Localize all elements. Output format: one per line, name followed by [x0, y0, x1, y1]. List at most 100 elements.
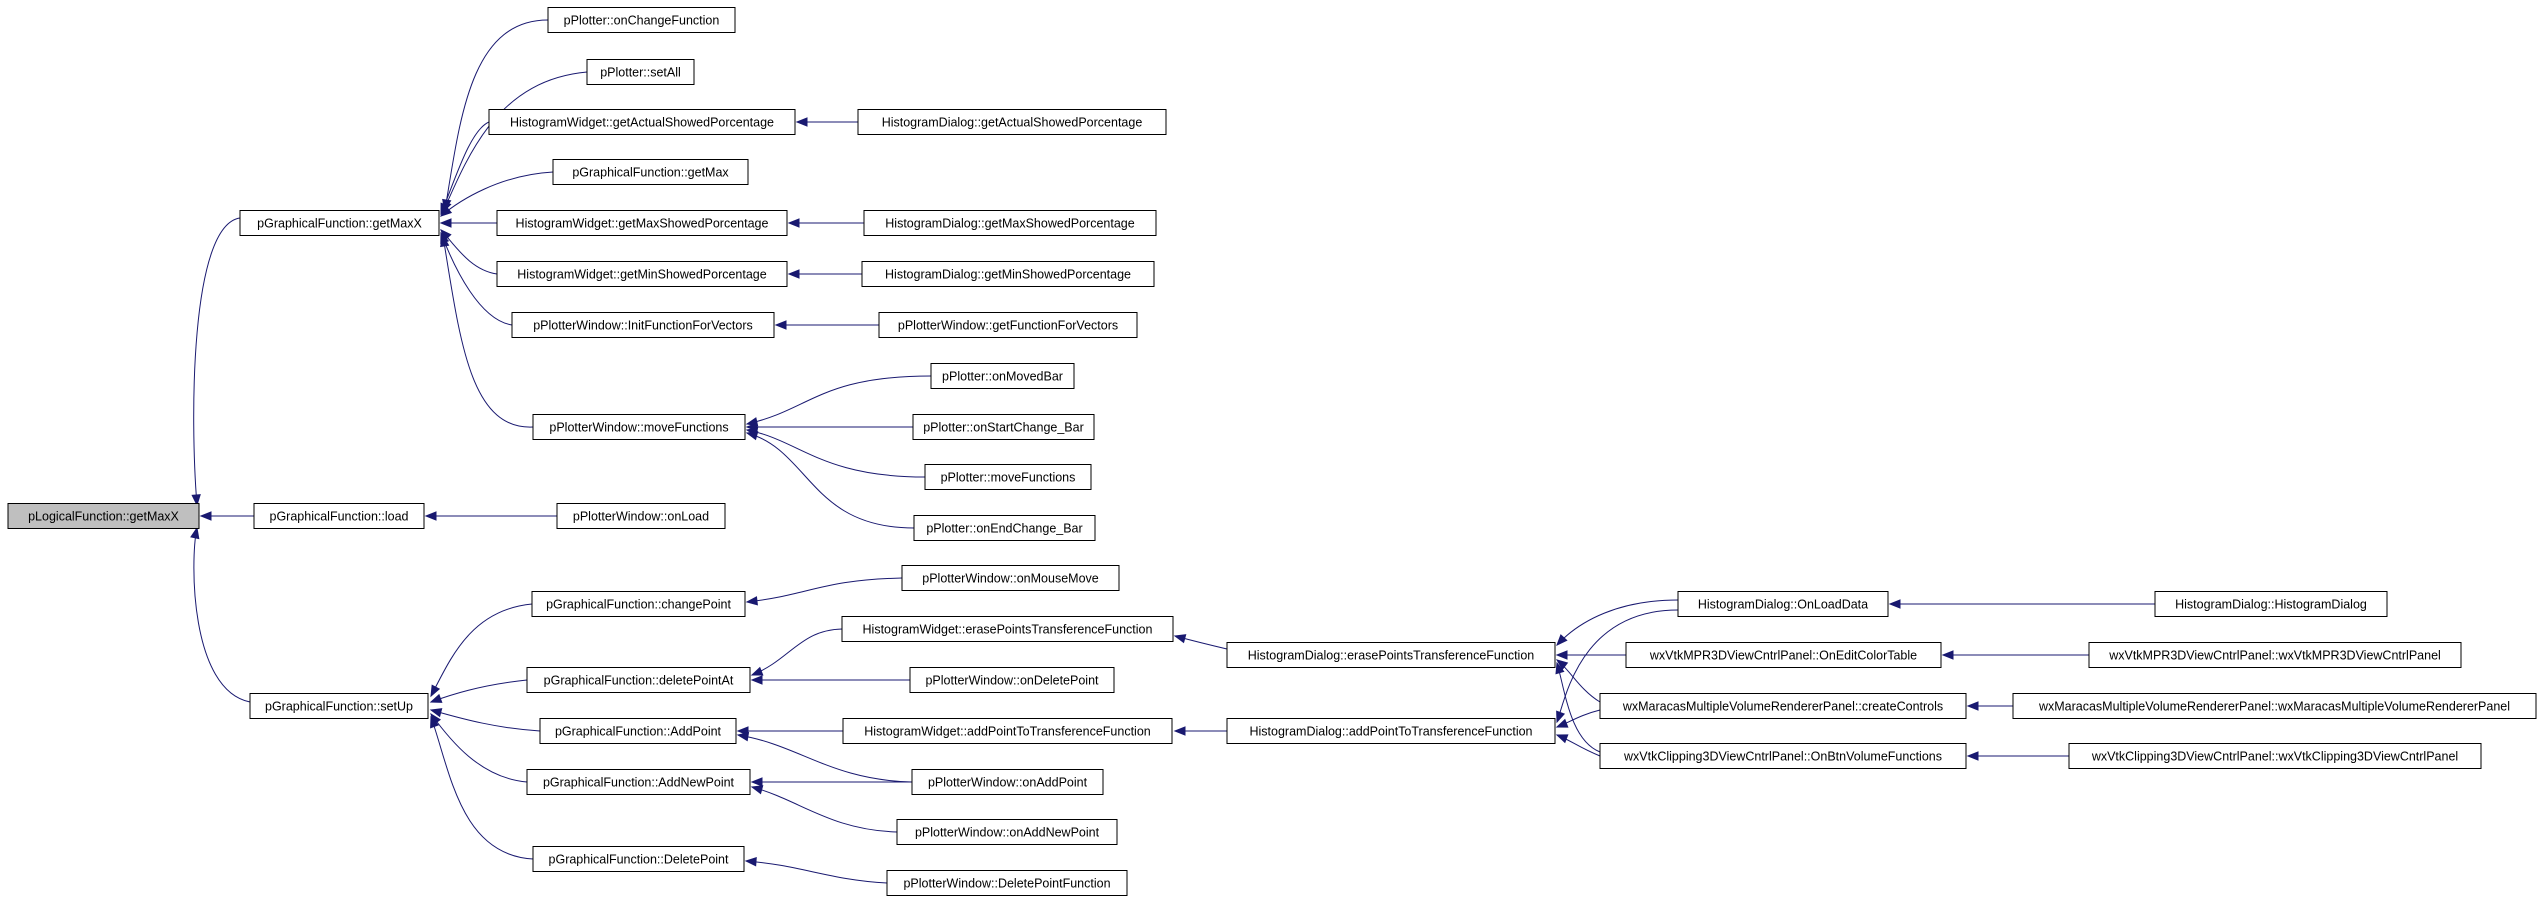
edge-line — [430, 716, 534, 860]
node-pgraphicalfunction-deletepointat[interactable]: pGraphicalFunction::deletePointAt — [526, 667, 751, 693]
node-box — [1677, 591, 1889, 617]
node-label: pGraphicalFunction::setUp — [265, 700, 413, 714]
node-histogramdialog-getactualshowedporcentage[interactable]: HistogramDialog::getActualShowedPorcenta… — [857, 109, 1167, 135]
node-pplotter-setall[interactable]: pPlotter::setAll — [586, 59, 695, 85]
node-pplotterwindow-initfunctionforvectors[interactable]: pPlotterWindow::InitFunctionForVectors — [511, 312, 775, 338]
node-box — [886, 870, 1128, 896]
node-pplotterwindow-getfunctionforvectors[interactable]: pPlotterWindow::getFunctionForVectors — [878, 312, 1138, 338]
node-box — [2068, 743, 2482, 769]
node-label: pPlotterWindow::DeletePointFunction — [903, 877, 1110, 891]
arrow-head — [750, 666, 764, 676]
node-histogramwidget-getactualshowedporcentage[interactable]: HistogramWidget::getActualShowedPorcenta… — [488, 109, 796, 135]
arrow-head — [750, 785, 764, 795]
node-box — [547, 7, 736, 33]
node-pplotterwindow-onaddpoint[interactable]: pPlotterWindow::onAddPoint — [911, 769, 1104, 795]
node-pgraphicalfunction-setup[interactable]: pGraphicalFunction::setUp — [249, 693, 429, 719]
edge-histogramdialog-erasepointstransferencefunction-to-histogramwidget-erasepointstransferencefunction — [1173, 634, 1228, 650]
node-pplotterwindow-movefunctions[interactable]: pPlotterWindow::moveFunctions — [532, 414, 746, 440]
node-pplotterwindow-ondeletepoint[interactable]: pPlotterWindow::onDeletePoint — [909, 667, 1115, 693]
edge-pplotterwindow-onaddpoint-to-pgraphicalfunction-addpoint — [736, 731, 913, 783]
node-box — [842, 718, 1173, 744]
node-plogicalfunction-getmaxx[interactable]: pLogicalFunction::getMaxX — [7, 503, 200, 529]
node-pplotter-onstartchange-bar[interactable]: pPlotter::onStartChange_Bar — [912, 414, 1095, 440]
node-label: HistogramWidget::getMinShowedPorcentage — [517, 268, 766, 282]
edge-pplotterwindow-ondeletepoint-to-pgraphicalfunction-deletepointat — [750, 675, 910, 685]
arrow-head — [1173, 634, 1187, 644]
node-box — [496, 210, 788, 236]
edge-pplotter-onstartchange-bar-to-pplotterwindow-movefunctions — [745, 422, 913, 432]
node-label: pPlotter::onChangeFunction — [564, 14, 720, 28]
edge-line — [440, 229, 498, 275]
node-box — [1599, 743, 1967, 769]
node-pgraphicalfunction-getmax[interactable]: pGraphicalFunction::getMax — [552, 159, 749, 185]
edge-line — [746, 375, 932, 425]
edge-wxvtkclipping3dviewcntrlpanel-onbtnvolumefunctions-to-histogramdialog-erasepointstransferencefunction — [1555, 661, 1601, 753]
node-histogramwidget-erasepointstransferencefunction[interactable]: HistogramWidget::erasePointsTransference… — [841, 616, 1174, 642]
node-pgraphicalfunction-changepoint[interactable]: pGraphicalFunction::changePoint — [531, 591, 746, 617]
node-label: pGraphicalFunction::AddPoint — [555, 725, 722, 739]
node-histogramwidget-addpointtotransferencefunction[interactable]: HistogramWidget::addPointToTransferenceF… — [842, 718, 1173, 744]
node-box — [531, 591, 746, 617]
arrow-head — [1173, 726, 1186, 736]
edge-histogramwidget-getmaxshowedporcentage-to-pgraphicalfunction-getmaxx — [439, 218, 498, 228]
arrow-head — [787, 218, 800, 228]
node-box — [586, 59, 695, 85]
node-pplotterwindow-onaddnewpoint[interactable]: pPlotterWindow::onAddNewPoint — [896, 819, 1118, 845]
node-histogramwidget-getminshowedporcentage[interactable]: HistogramWidget::getMinShowedPorcentage — [496, 261, 788, 287]
node-pgraphicalfunction-addnewpoint[interactable]: pGraphicalFunction::AddNewPoint — [526, 769, 751, 795]
node-histogramwidget-getmaxshowedporcentage[interactable]: HistogramWidget::getMaxShowedPorcentage — [496, 210, 788, 236]
node-histogramdialog-getmaxshowedporcentage[interactable]: HistogramDialog::getMaxShowedPorcentage — [863, 210, 1157, 236]
arrow-head — [424, 511, 437, 521]
node-label: pPlotter::onStartChange_Bar — [923, 421, 1084, 435]
node-box — [930, 363, 1075, 389]
node-label: wxMaracasMultipleVolumeRendererPanel::cr… — [1622, 700, 1943, 714]
node-pplotter-onmovedbar[interactable]: pPlotter::onMovedBar — [930, 363, 1075, 389]
edge-line — [737, 734, 913, 783]
node-pgraphicalfunction-addpoint[interactable]: pGraphicalFunction::AddPoint — [539, 718, 737, 744]
node-box — [909, 667, 1115, 693]
node-pplotter-movefunctions[interactable]: pPlotter::moveFunctions — [924, 464, 1092, 490]
node-label: wxVtkClipping3DViewCntrlPanel::OnBtnVolu… — [1623, 750, 1942, 764]
node-histogramdialog-getminshowedporcentage[interactable]: HistogramDialog::getMinShowedPorcentage — [861, 261, 1155, 287]
node-pplotterwindow-onmousemove[interactable]: pPlotterWindow::onMouseMove — [901, 565, 1120, 591]
edge-wxmaracasmultiplevolumerendererpanel-createcontrols-to-histogramdialog-erasepointstransferencefunction — [1555, 659, 1601, 703]
node-box — [496, 261, 788, 287]
node-pgraphicalfunction-load[interactable]: pGraphicalFunction::load — [253, 503, 425, 529]
node-box — [861, 261, 1155, 287]
arrow-head — [787, 269, 800, 279]
node-pplotterwindow-onload[interactable]: pPlotterWindow::onLoad — [556, 503, 726, 529]
node-histogramdialog-erasepointstransferencefunction[interactable]: HistogramDialog::erasePointsTransference… — [1226, 642, 1556, 668]
node-box — [878, 312, 1138, 338]
node-histogramdialog-addpointtotransferencefunction[interactable]: HistogramDialog::addPointToTransferenceF… — [1226, 718, 1556, 744]
node-wxvtkclipping3dviewcntrlpanel-wxvtkclipping3dviewcntrlpanel[interactable]: wxVtkClipping3DViewCntrlPanel::wxVtkClip… — [2068, 743, 2482, 769]
node-label: pPlotterWindow::onAddNewPoint — [915, 826, 1100, 840]
edge-line — [440, 121, 490, 215]
node-wxvtkclipping3dviewcntrlpanel-onbtnvolumefunctions[interactable]: wxVtkClipping3DViewCntrlPanel::OnBtnVolu… — [1599, 743, 1967, 769]
arrow-head — [1941, 650, 1954, 660]
arrow-head — [745, 596, 758, 606]
node-pgraphicalfunction-deletepoint[interactable]: pGraphicalFunction::DeletePoint — [532, 846, 745, 872]
node-label: wxVtkClipping3DViewCntrlPanel::wxVtkClip… — [2091, 750, 2458, 764]
node-histogramdialog-histogramdialog[interactable]: HistogramDialog::HistogramDialog — [2154, 591, 2388, 617]
node-label: HistogramDialog::getMaxShowedPorcentage — [885, 217, 1134, 231]
node-pplotterwindow-deletepointfunction[interactable]: pPlotterWindow::DeletePointFunction — [886, 870, 1128, 896]
edge-histogramdialog-addpointtotransferencefunction-to-histogramwidget-addpointtotransferencefunction — [1173, 726, 1228, 736]
node-wxvtkmpr3dviewcntrlpanel-oneditcolortable[interactable]: wxVtkMPR3DViewCntrlPanel::OnEditColorTab… — [1625, 642, 1942, 668]
edge-pgraphicalfunction-load-to-plogicalfunction-getmaxx — [199, 511, 255, 521]
node-wxmaracasmultiplevolumerendererpanel-wxmaracasmultiplevolumerendererpanel[interactable]: wxMaracasMultipleVolumeRendererPanel::wx… — [2012, 693, 2537, 719]
node-pplotter-onendchange-bar[interactable]: pPlotter::onEndChange_Bar — [913, 515, 1096, 541]
node-box — [1226, 642, 1556, 668]
edge-wxmaracasmultiplevolumerendererpanel-wxmaracasmultiplevolumerendererpanel-to-wxmaracasmultiplevolumerendererpanel-createcontrols — [1966, 701, 2013, 711]
edge-line — [751, 628, 843, 676]
node-wxvtkmpr3dviewcntrlpanel-wxvtkmpr3dviewcntrlpanel[interactable]: wxVtkMPR3DViewCntrlPanel::wxVtkMPR3DView… — [2088, 642, 2462, 668]
node-label: pPlotter::onMovedBar — [942, 370, 1063, 384]
node-histogramdialog-onloaddata[interactable]: HistogramDialog::OnLoadData — [1677, 591, 1889, 617]
node-box — [2154, 591, 2388, 617]
node-pplotter-onchangefunction[interactable]: pPlotter::onChangeFunction — [547, 7, 736, 33]
edge-pplotterwindow-onload-to-pgraphicalfunction-load — [424, 511, 558, 521]
node-wxmaracasmultiplevolumerendererpanel-createcontrols[interactable]: wxMaracasMultipleVolumeRendererPanel::cr… — [1599, 693, 1967, 719]
node-label: HistogramWidget::getActualShowedPorcenta… — [510, 116, 774, 130]
node-pgraphicalfunction-getmaxx[interactable]: pGraphicalFunction::getMaxX — [239, 210, 440, 236]
node-box — [488, 109, 796, 135]
edge-line — [442, 235, 534, 428]
